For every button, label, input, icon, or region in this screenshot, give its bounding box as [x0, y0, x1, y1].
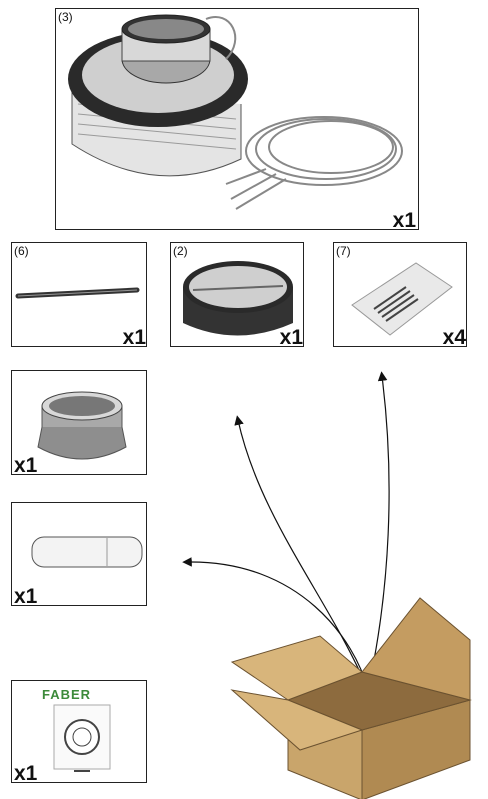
- reducer-ring-icon: [37, 391, 127, 460]
- item-quantity: x4: [442, 326, 466, 349]
- item-duct-tube: x1: [11, 502, 147, 608]
- item-quantity: x1: [14, 454, 38, 477]
- box-icon: [230, 597, 472, 799]
- rod-icon: [15, 287, 140, 299]
- item-screw-bag: (7) x4: [333, 242, 467, 349]
- item-ref: (2): [173, 244, 188, 258]
- motor-unit-icon: [68, 14, 403, 210]
- item-quantity: x1: [14, 762, 38, 785]
- item-quantity: x1: [392, 209, 416, 232]
- item-rod: (6) x1: [11, 242, 147, 349]
- item-ref: (6): [14, 244, 29, 258]
- arrows: [182, 371, 390, 691]
- screw-bag-icon: [351, 262, 453, 336]
- damper-ring-icon: [183, 261, 293, 336]
- item-ref: (3): [58, 10, 73, 24]
- faber-logo: FABER: [42, 687, 92, 702]
- item-quantity: x1: [122, 326, 146, 349]
- item-quantity: x1: [279, 326, 303, 349]
- item-quantity: x1: [14, 585, 38, 608]
- item-damper-ring: (2) x1: [170, 242, 304, 349]
- item-motor-unit: (3) x1: [55, 8, 419, 232]
- duct-tube-icon: [31, 536, 143, 568]
- item-ref: (7): [336, 244, 351, 258]
- item-instruction-manual: FABER x1: [11, 680, 147, 785]
- manual-illustration-icon: [53, 704, 111, 772]
- item-reducer-ring: x1: [11, 370, 147, 477]
